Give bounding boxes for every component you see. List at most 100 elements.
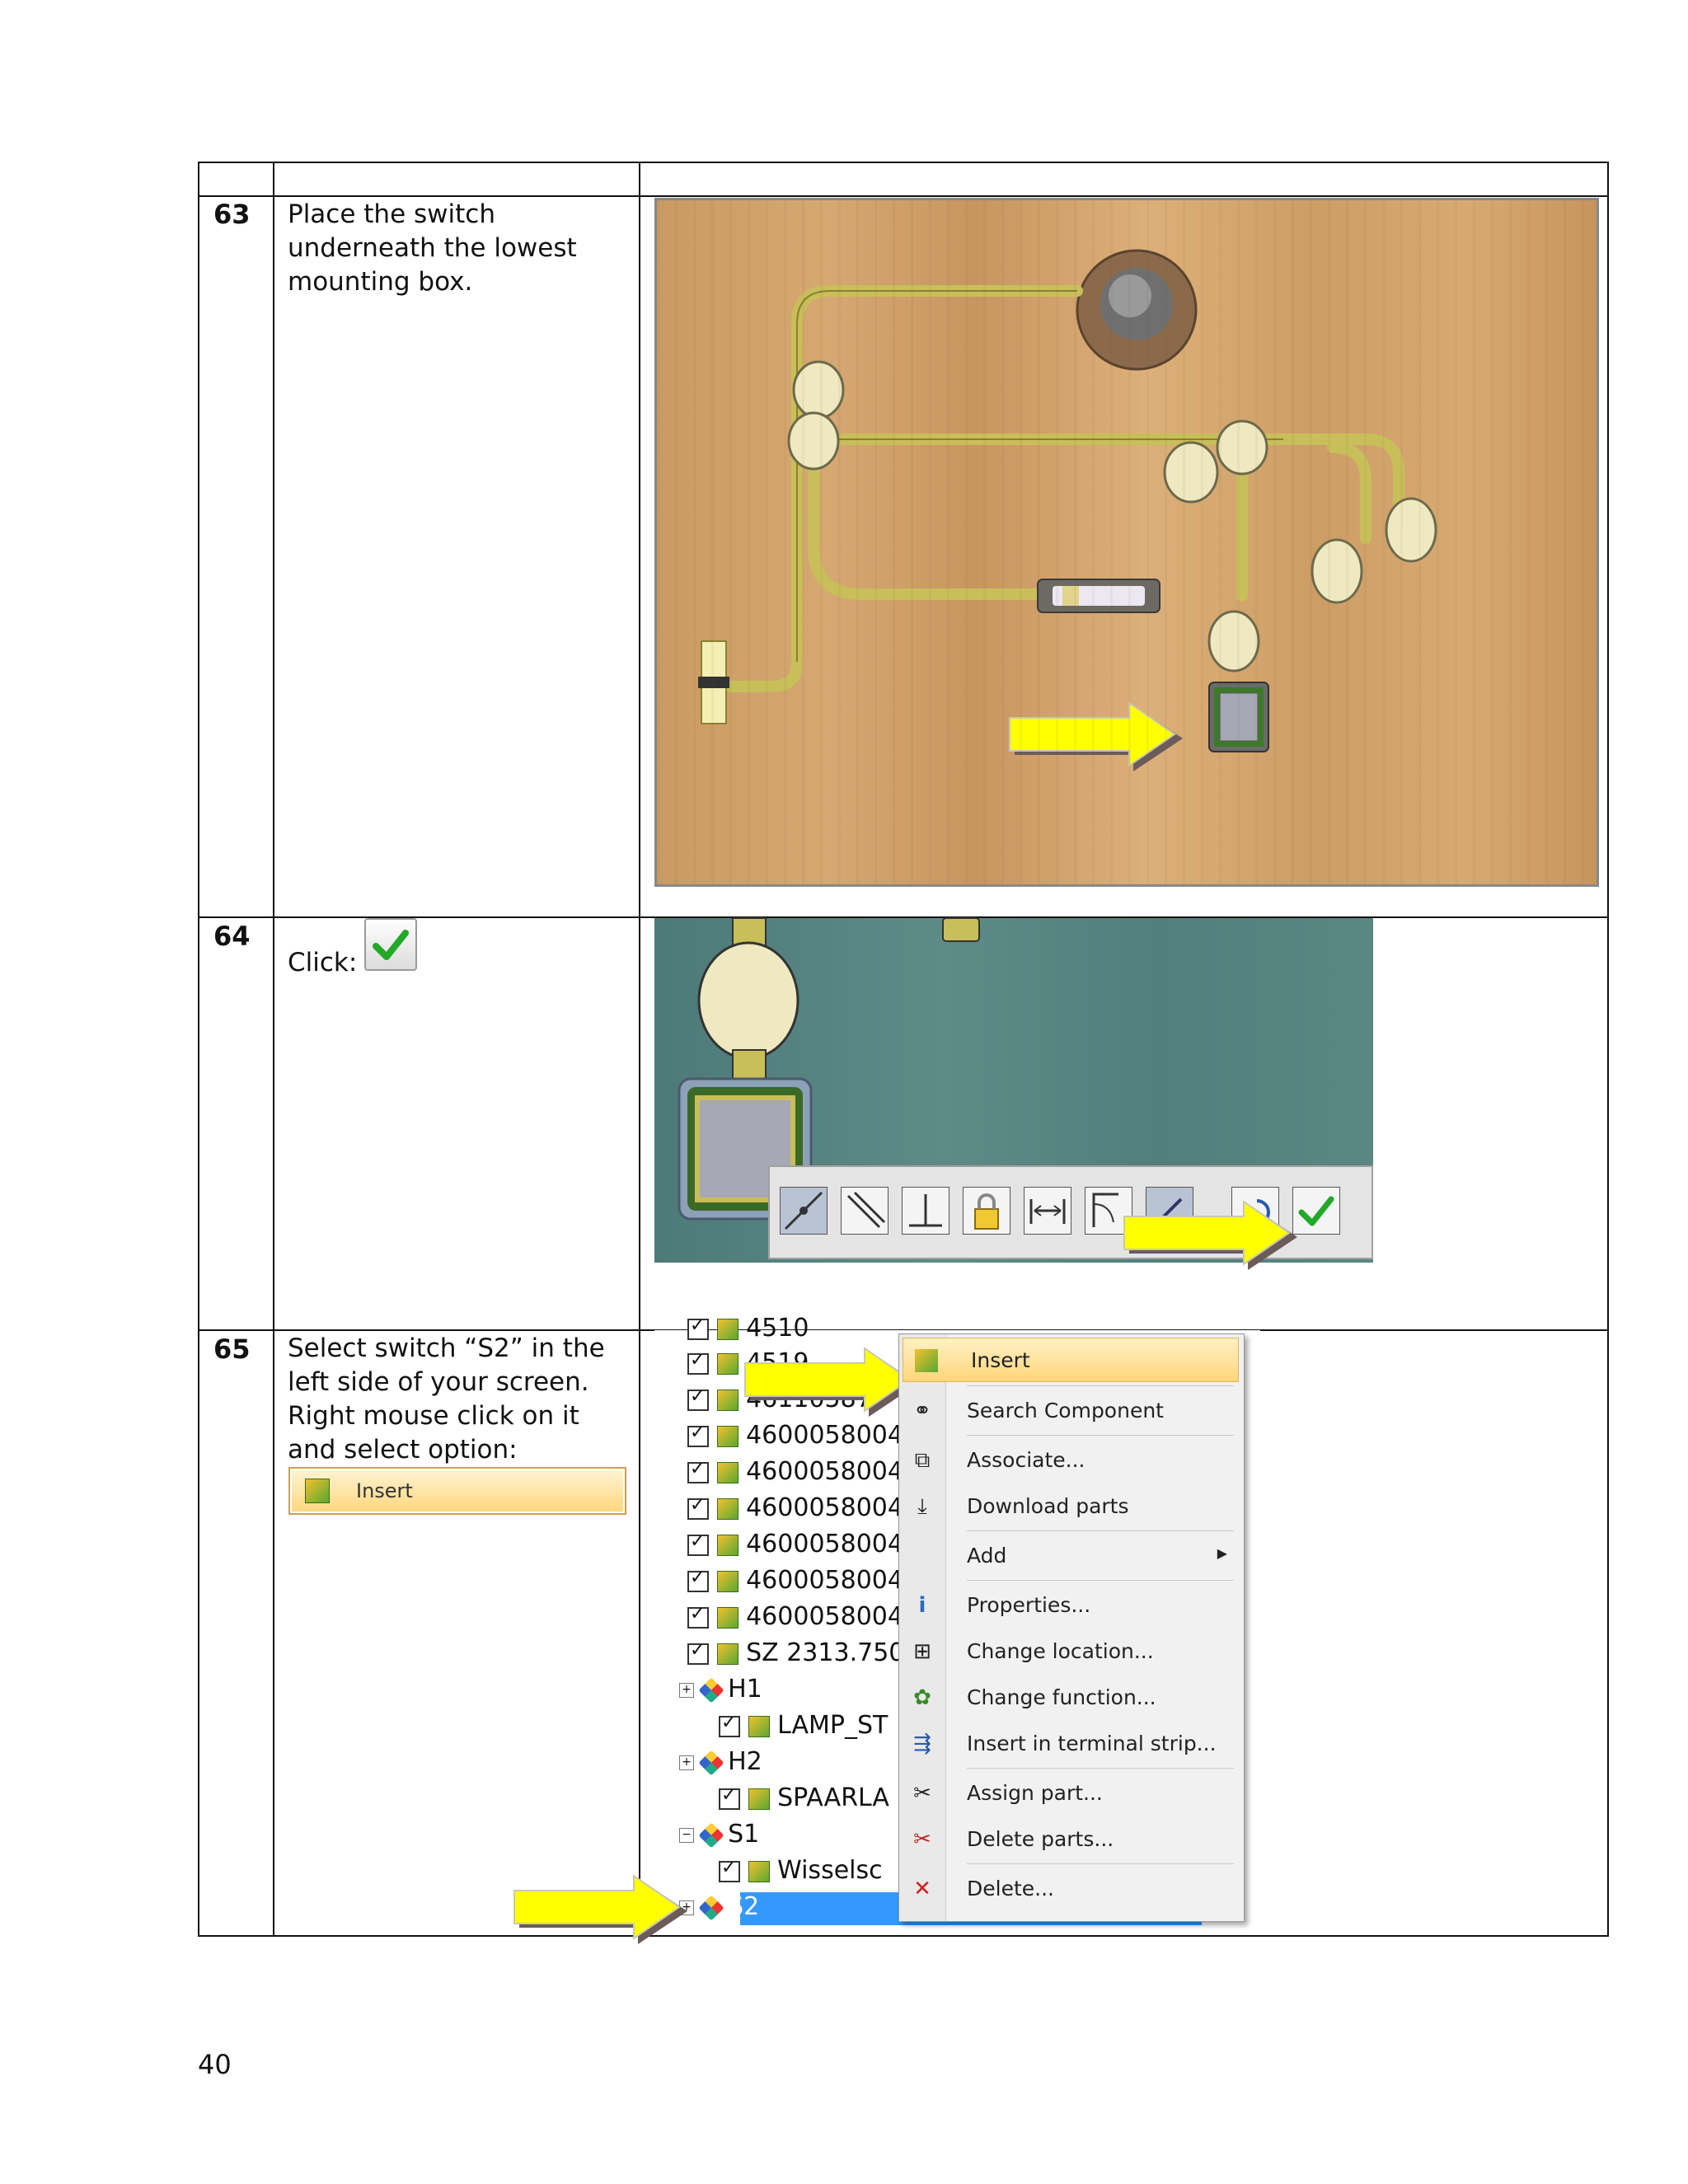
tree-row[interactable]: 4600058004: [687, 1421, 903, 1450]
component-icon: [716, 1497, 738, 1520]
checkbox[interactable]: [687, 1350, 709, 1375]
distance-icon: [1029, 1199, 1066, 1224]
tree-row[interactable]: SZ 2313.750: [687, 1638, 904, 1667]
menu-item-insert-terminal-strip[interactable]: ⇶Insert in terminal strip...: [899, 1722, 1244, 1765]
snap-point-button[interactable]: [780, 1187, 828, 1235]
expand-icon[interactable]: +: [679, 1682, 694, 1698]
component-icon: [716, 1534, 738, 1556]
table-col-text: [639, 162, 640, 1937]
location-icon: ⊞: [913, 1639, 931, 1664]
checkbox[interactable]: [687, 1531, 709, 1556]
checkbox[interactable]: [687, 1315, 709, 1340]
checkbox[interactable]: [687, 1422, 709, 1447]
menu-item-change-location[interactable]: ⊞Change location...: [899, 1629, 1244, 1672]
component-icon: [716, 1352, 738, 1375]
checkbox[interactable]: [687, 1568, 709, 1592]
conduit-layout-illustration: [698, 249, 1437, 752]
expand-icon[interactable]: +: [679, 1755, 694, 1770]
checkmark-icon: [1298, 1196, 1334, 1226]
component-icon: [716, 1318, 738, 1340]
checkmark-icon: [373, 930, 409, 960]
parallel-button[interactable]: [841, 1187, 889, 1235]
checkbox[interactable]: [687, 1495, 709, 1520]
tree-row[interactable]: 4600058004: [687, 1602, 903, 1631]
tree-row[interactable]: 4600058004: [687, 1530, 903, 1558]
step-number: 65: [213, 1333, 251, 1365]
snap-point-icon: [784, 1191, 823, 1230]
step-instruction: Click:: [288, 948, 358, 977]
delete-icon: ✕: [913, 1877, 931, 1901]
tree-group[interactable]: − S1: [679, 1820, 759, 1849]
tree-row[interactable]: SPAARLA: [719, 1783, 889, 1812]
context-menu: Insert ⚭Search Component ⧉Associate... ⤓…: [898, 1333, 1245, 1922]
parallel-icon: [846, 1191, 886, 1229]
menu-item-associate[interactable]: ⧉Associate...: [899, 1438, 1244, 1481]
insert-icon: [305, 1479, 330, 1503]
pointer-arrow-icon: [1009, 701, 1183, 771]
tree-group[interactable]: + H2: [679, 1747, 762, 1776]
menu-item-change-function[interactable]: ✿Change function...: [899, 1675, 1244, 1718]
component-icon: [748, 1860, 770, 1882]
menu-item-insert[interactable]: Insert: [903, 1338, 1239, 1382]
delete-parts-icon: ✂: [913, 1827, 931, 1852]
component-icon: [748, 1715, 770, 1737]
toolbar-confirm-button[interactable]: [1292, 1187, 1340, 1235]
table-col-num: [273, 162, 274, 1937]
tree-row[interactable]: Wisselsc: [719, 1856, 883, 1885]
confirm-checkmark-button[interactable]: [364, 918, 417, 971]
lock-button[interactable]: [963, 1187, 1010, 1235]
distance-button[interactable]: [1024, 1187, 1071, 1235]
menu-item-add[interactable]: Add▶: [967, 1544, 1227, 1568]
function-icon: ✿: [913, 1685, 931, 1710]
insert-icon: [915, 1349, 938, 1372]
step-number: 64: [213, 921, 251, 952]
tree-row[interactable]: 4600058004: [687, 1457, 903, 1486]
checkbox[interactable]: [719, 1858, 740, 1882]
submenu-arrow-icon: ▶: [1217, 1545, 1227, 1561]
menu-item-download-parts[interactable]: ⤓Download parts: [899, 1484, 1244, 1527]
component-icon: [716, 1389, 738, 1411]
angle-icon: [1092, 1193, 1118, 1227]
component-icon: [716, 1606, 738, 1629]
menu-item-assign-part[interactable]: ✂Assign part...: [899, 1771, 1244, 1814]
checkbox[interactable]: [687, 1459, 709, 1483]
perpendicular-button[interactable]: [902, 1187, 950, 1235]
pointer-arrow-icon: [513, 1874, 687, 1944]
collapse-icon[interactable]: −: [679, 1827, 694, 1843]
tree-row[interactable]: 4510: [687, 1314, 809, 1343]
pointer-arrow-icon: [1123, 1200, 1297, 1270]
teal-panel-toolbar: [654, 917, 1373, 1270]
lock-icon: [974, 1193, 999, 1230]
component-icon: [716, 1570, 738, 1592]
component-icon: [748, 1788, 770, 1810]
step-instruction: Select switch “S2” in the left side of y…: [288, 1333, 605, 1465]
binoculars-icon: ⚭: [913, 1399, 931, 1423]
checkbox[interactable]: [719, 1713, 740, 1737]
checkbox[interactable]: [719, 1785, 740, 1810]
checkbox[interactable]: [687, 1640, 709, 1665]
tree-row[interactable]: 4600058004: [687, 1493, 903, 1522]
menu-item-delete-parts[interactable]: ✂Delete parts...: [899, 1817, 1244, 1860]
insert-example-button[interactable]: Insert: [288, 1467, 626, 1515]
checkbox[interactable]: [687, 1604, 709, 1629]
device-icon: [697, 1821, 724, 1849]
tree-row[interactable]: 4600058004: [687, 1566, 903, 1595]
tree-row[interactable]: LAMP_ST: [719, 1711, 888, 1740]
download-icon: ⤓: [917, 1494, 927, 1519]
menu-item-delete[interactable]: ✕Delete...: [899, 1867, 1244, 1910]
table-col-left: [198, 162, 199, 1937]
tree-group[interactable]: + H1: [679, 1675, 762, 1704]
associate-icon: ⧉: [914, 1448, 931, 1473]
perpendicular-icon: [909, 1194, 942, 1227]
device-icon: [697, 1676, 724, 1704]
table-border-top: [198, 162, 1609, 163]
component-icon: [716, 1425, 738, 1447]
checkbox[interactable]: [687, 1386, 709, 1411]
tree-group-s2[interactable]: + S2: [679, 1892, 759, 1921]
menu-item-search-component[interactable]: ⚭Search Component: [899, 1389, 1244, 1432]
page-number: 40: [198, 2049, 232, 2080]
insert-example-label: Insert: [356, 1479, 413, 1502]
table-border-bottom: [198, 1935, 1609, 1937]
component-icon: [716, 1461, 738, 1483]
